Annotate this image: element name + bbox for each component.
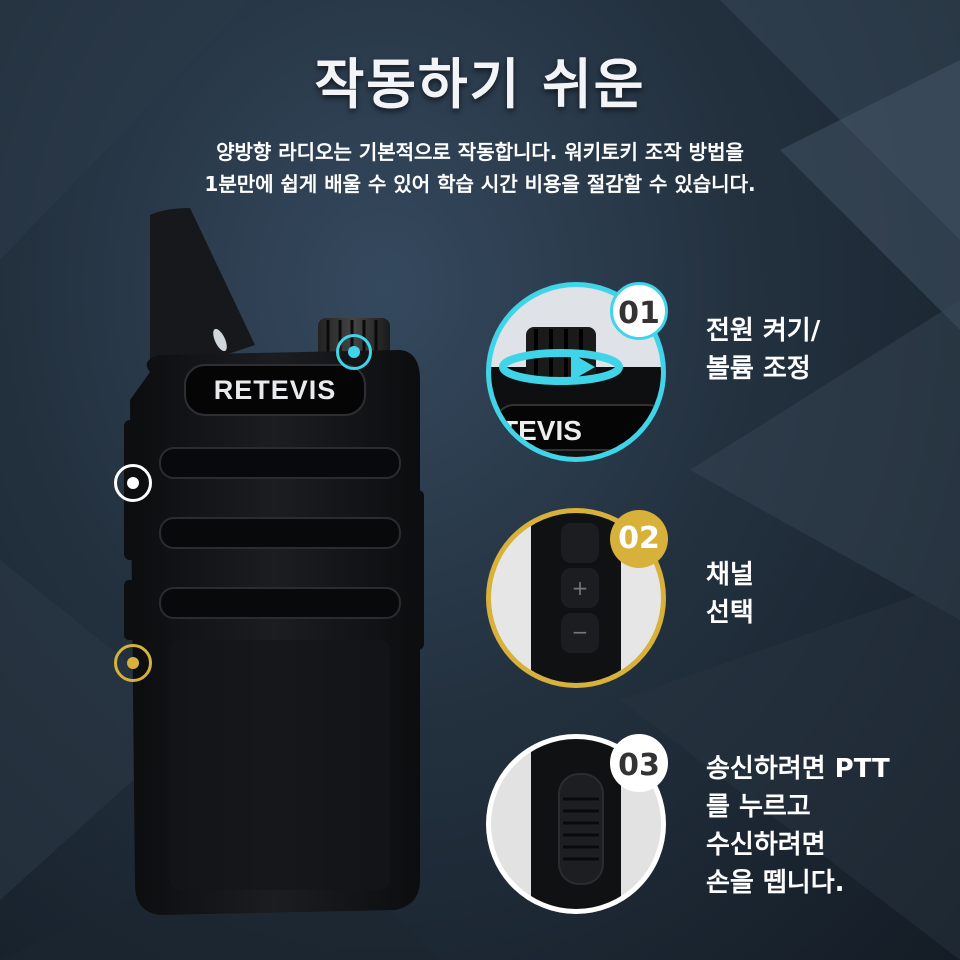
feature-1-line-1: 전원 켜기/: [706, 316, 821, 346]
ptt-button-closeup-image: [531, 739, 621, 909]
page-title: 작동하기 쉬운: [0, 40, 960, 119]
feature-3-line-3: 수신하려면: [706, 830, 826, 860]
channel-buttons-closeup-image: + −: [531, 513, 621, 683]
brand-logo-closeup: TEVIS: [501, 415, 582, 446]
feature-3-line-2: 를 누르고: [706, 792, 811, 822]
feature-3-line-4: 손을 뗍니다.: [706, 868, 845, 898]
feature-1-text: 전원 켜기/ 볼륨 조정: [706, 312, 820, 388]
feature-3-number: 03: [610, 734, 668, 792]
svg-text:+: +: [572, 576, 589, 600]
antenna: [150, 208, 255, 380]
marker-knob: [336, 334, 372, 370]
svg-text:−: −: [572, 620, 589, 644]
feature-2-line-2: 선택: [706, 598, 754, 628]
marker-ptt: [114, 644, 152, 682]
feature-2-text: 채널 선택: [706, 556, 754, 632]
feature-1-line-2: 볼륨 조정: [706, 354, 811, 384]
subtitle-line-1: 양방향 라디오는 기본적으로 작동합니다. 워키토키 조작 방법을: [216, 140, 744, 164]
marker-side-buttons: [114, 464, 152, 502]
feature-3-text: 송신하려면 PTT 를 누르고 수신하려면 손을 뗍니다.: [706, 750, 890, 902]
feature-2-number: 02: [610, 510, 668, 568]
feature-3-line-1: 송신하려면 PTT: [706, 754, 890, 784]
feature-1-number: 01: [610, 282, 668, 340]
feature-2-line-1: 채널: [706, 560, 754, 590]
subtitle: 양방향 라디오는 기본적으로 작동합니다. 워키토키 조작 방법을 1분만에 쉽…: [80, 136, 880, 200]
subtitle-line-2: 1분만에 쉽게 배울 수 있어 학습 시간 비용을 절감할 수 있습니다.: [204, 172, 756, 196]
brand-logo: RETEVIS: [213, 375, 337, 405]
feature-3-closeup: [486, 734, 666, 914]
